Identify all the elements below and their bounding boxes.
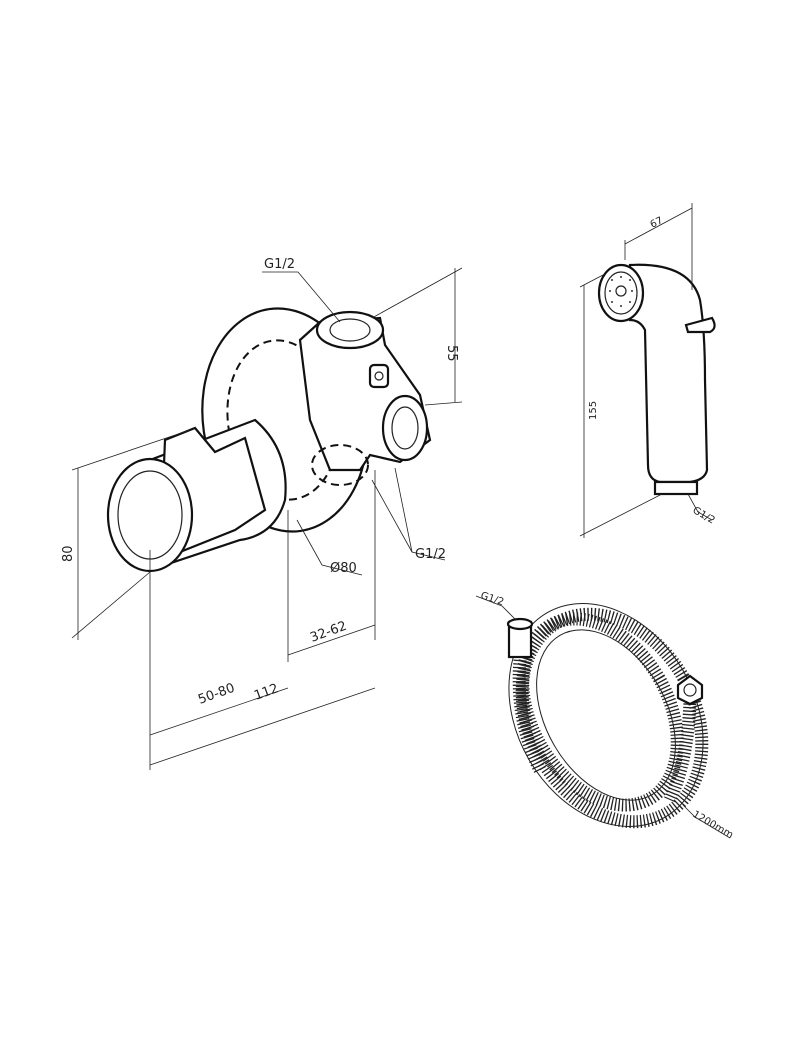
top-inlet <box>315 310 385 350</box>
flange-diameter-label: Ø80 <box>330 561 357 576</box>
valve-top-thread-label: G1/2 <box>264 257 295 272</box>
trigger-lever <box>684 316 716 334</box>
hose-hex-nut <box>676 674 704 706</box>
depth-small-label: 32-62 <box>308 619 349 646</box>
valve-height-label: 80 <box>61 545 76 562</box>
shower-thread <box>653 480 699 496</box>
valve-height-top-label: 55 <box>444 345 459 362</box>
spray-face <box>597 263 645 323</box>
shower-hose <box>506 603 709 829</box>
shower-thread-label: G1/2 <box>691 505 717 526</box>
hand-shower <box>597 263 716 496</box>
shower-length-label: 155 <box>588 401 599 420</box>
hand-shower-body <box>628 263 709 484</box>
depth-large-label: 50-80 <box>196 681 237 708</box>
side-outlet <box>381 394 429 462</box>
shower-width-label: 67 <box>649 215 665 230</box>
hose-length-label: 1200mm <box>691 809 735 841</box>
valve-dimensions: G1/2 55 80 Ø80 G1/2 32-62 50-80 112 <box>61 257 463 770</box>
valve-outlet-thread-label: G1/2 <box>415 547 446 562</box>
total-length-label: 112 <box>252 681 280 704</box>
hose-thread-label: G1/2 <box>479 590 505 608</box>
concealed-valve <box>106 307 432 573</box>
